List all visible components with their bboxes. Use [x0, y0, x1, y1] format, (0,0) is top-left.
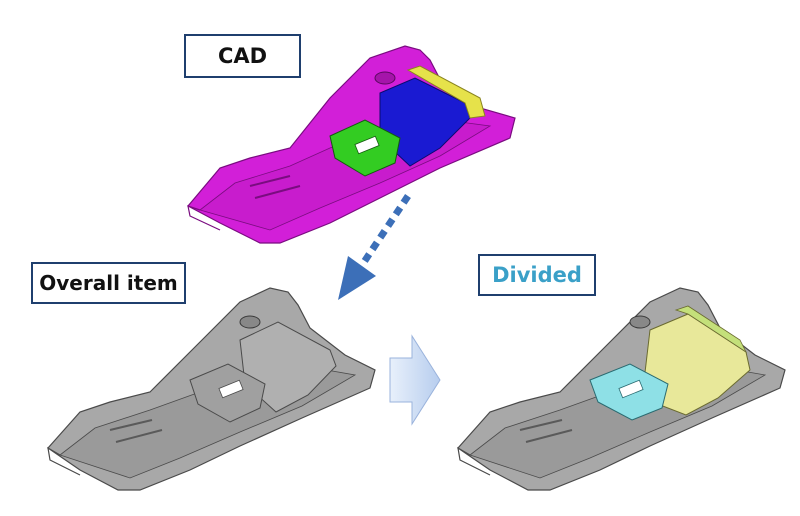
- cad-label: CAD: [184, 34, 301, 78]
- divided-label: Divided: [478, 254, 596, 296]
- right-block-arrow: [389, 334, 441, 426]
- dashed-down-arrow: [338, 194, 411, 300]
- cad-model-image: [187, 45, 516, 244]
- overall-item-image: [47, 287, 376, 491]
- divided-item-image: [457, 287, 786, 491]
- overall-item-label: Overall item: [31, 262, 186, 304]
